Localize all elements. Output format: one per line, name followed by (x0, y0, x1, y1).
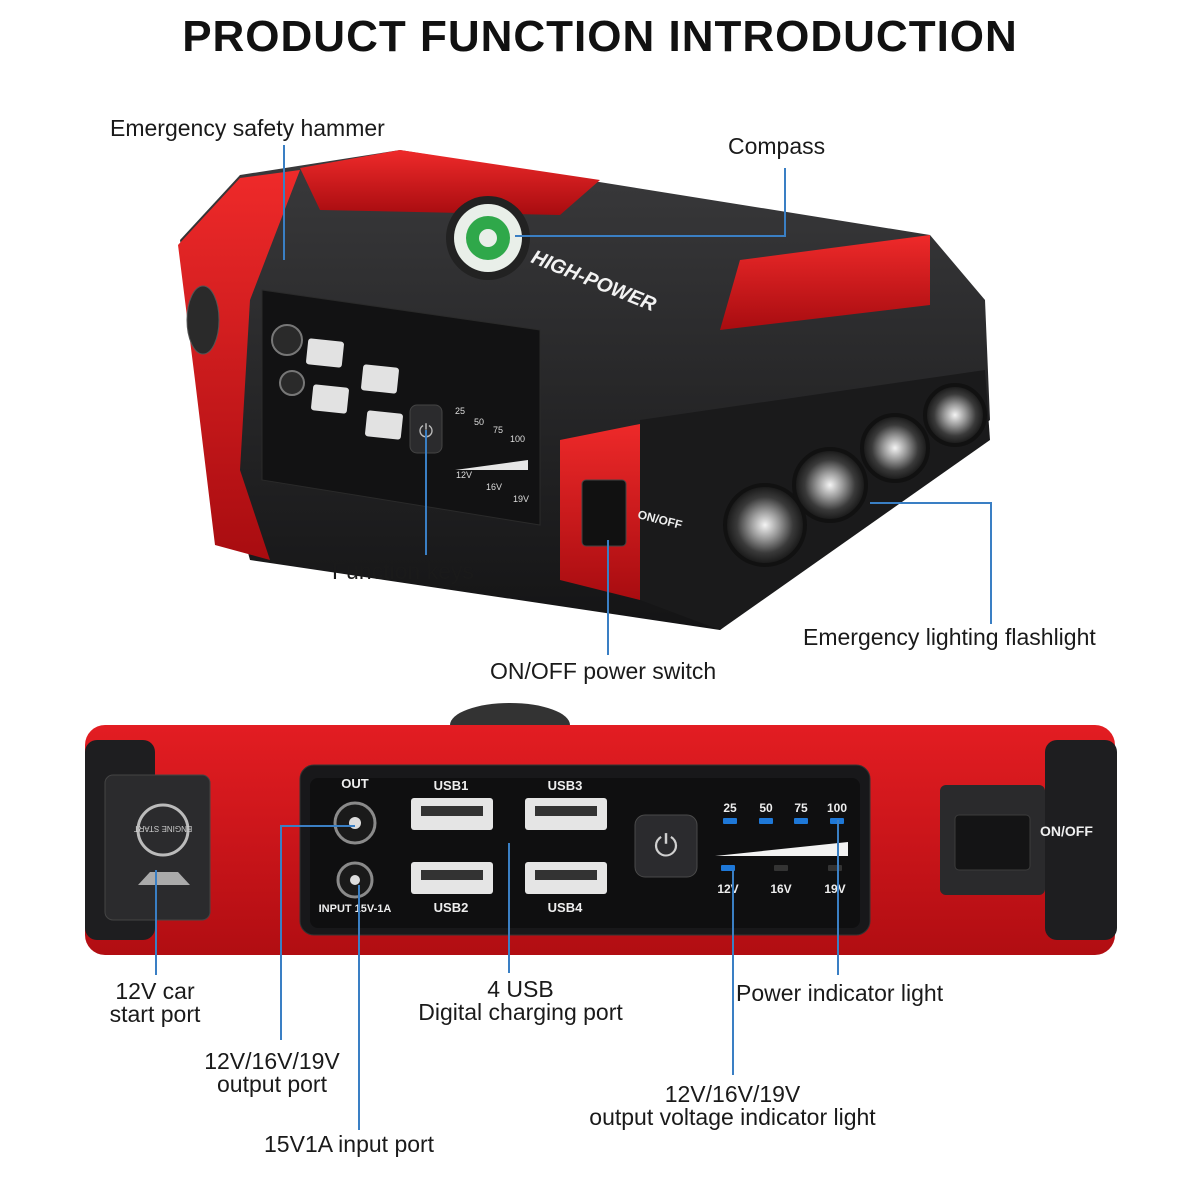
callout-voltage-indicator-line1: 12V/16V/19V (664, 1081, 801, 1107)
level-label-100: 100 (827, 801, 847, 815)
callout-hammer: Emergency safety hammer (110, 115, 385, 141)
callout-output-port: 12V/16V/19V output port (192, 1050, 352, 1096)
usb4-label: USB4 (548, 900, 583, 915)
dc-out-port-top (271, 324, 303, 356)
callout-voltage-indicator: 12V/16V/19V output voltage indicator lig… (565, 1083, 900, 1129)
callout-input-port: 15V1A input port (264, 1131, 435, 1157)
engine-start-port (104, 774, 211, 921)
callout-power-indicator: Power indicator light (736, 980, 944, 1006)
level-label-top-25: 25 (455, 406, 465, 416)
function-key (634, 814, 698, 878)
usb-port-top-2 (311, 384, 349, 414)
callout-line-switch (607, 540, 609, 655)
callout-line-car-start (155, 870, 157, 975)
flashlight-leds (723, 383, 987, 567)
voltage-label-top-19v: 19V (513, 494, 529, 504)
callout-line-power-indicator (837, 820, 839, 975)
voltage-label-top-16v: 16V (486, 482, 502, 492)
callout-line-voltage-indicator (732, 870, 734, 1075)
device-top-red-shell-left (178, 170, 300, 560)
callout-line-usb (508, 843, 510, 973)
power-icon: ⏻ (654, 830, 678, 863)
svg-text:ENGINE START: ENGINE START (134, 824, 192, 833)
level-led-50 (759, 818, 773, 824)
safety-hammer (186, 285, 220, 355)
callout-usb-line1: 4 USB (487, 976, 554, 1002)
callout-line-hammer (283, 145, 285, 260)
voltage-led-12v (721, 865, 735, 871)
callout-line-flashlight-v (990, 502, 992, 624)
level-label-top-75: 75 (493, 425, 503, 435)
out-label: OUT (341, 776, 369, 791)
switch-label-front: ON/OFF (1040, 823, 1093, 839)
callout-output-port-line2: output port (217, 1071, 327, 1097)
voltage-label-top-12v: 12V (456, 470, 472, 480)
level-label-50: 50 (759, 801, 773, 815)
page-title: PRODUCT FUNCTION INTRODUCTION (182, 12, 1018, 61)
usb2-label: USB2 (434, 900, 469, 915)
dc-in-port-top (279, 370, 305, 396)
callout-line-compass-v (784, 168, 786, 236)
device-front-illustration: ENGINE START ON/OFF OUT INPUT 15V-1A USB… (85, 703, 1117, 955)
level-label-top-50: 50 (474, 417, 484, 427)
power-switch-front (954, 814, 1031, 871)
callout-flashlight: Emergency lighting flashlight (803, 624, 1096, 650)
callout-car-start: 12V car start port (90, 980, 220, 1026)
level-wedge (715, 842, 848, 856)
usb3-label: USB3 (548, 778, 583, 793)
level-label-top-100: 100 (510, 434, 525, 444)
voltage-led-19v (828, 865, 842, 871)
voltage-label-16v: 16V (770, 882, 791, 896)
level-label-25: 25 (723, 801, 737, 815)
callout-voltage-indicator-line2: output voltage indicator light (589, 1104, 876, 1130)
usb-port-top-1 (306, 338, 344, 368)
level-led-75 (794, 818, 808, 824)
level-led-25 (723, 818, 737, 824)
device-top-red-shell-right (720, 235, 930, 330)
callout-power-switch: ON/OFF power switch (490, 658, 717, 684)
callout-line-input (358, 885, 360, 1130)
callout-output-port-line1: 12V/16V/19V (204, 1048, 340, 1074)
power-switch-top (581, 479, 627, 547)
callout-usb-line2: Digital charging port (418, 999, 623, 1025)
voltage-label-19v: 19V (824, 882, 845, 896)
callout-function-keys: Function keys (332, 558, 474, 584)
callout-line-compass-h (515, 235, 786, 237)
voltage-label-12v: 12V (717, 882, 738, 896)
callout-usb: 4 USB Digital charging port (398, 978, 643, 1024)
callout-car-start-line1: 12V car (115, 978, 195, 1004)
usb-port-top-3 (361, 364, 399, 394)
level-label-75: 75 (794, 801, 808, 815)
device-top-illustration: HIGH-POWER ⏻ 25 50 75 100 12V 16V 19V ON… (178, 150, 990, 630)
callout-car-start-line2: start port (109, 1001, 201, 1027)
callout-line-output-v (280, 825, 282, 1040)
usb1-label: USB1 (434, 778, 469, 793)
voltage-led-16v (774, 865, 788, 871)
usb-port-top-4 (365, 410, 403, 440)
engine-start-icon (136, 803, 190, 857)
callout-line-output-h (280, 825, 355, 827)
callout-line-flashlight-h (870, 502, 992, 504)
callout-compass: Compass (728, 133, 826, 159)
device-top-red-shell-top (300, 150, 600, 215)
callout-line-function-keys (425, 430, 427, 555)
input-label: INPUT 15V-1A (319, 903, 392, 915)
